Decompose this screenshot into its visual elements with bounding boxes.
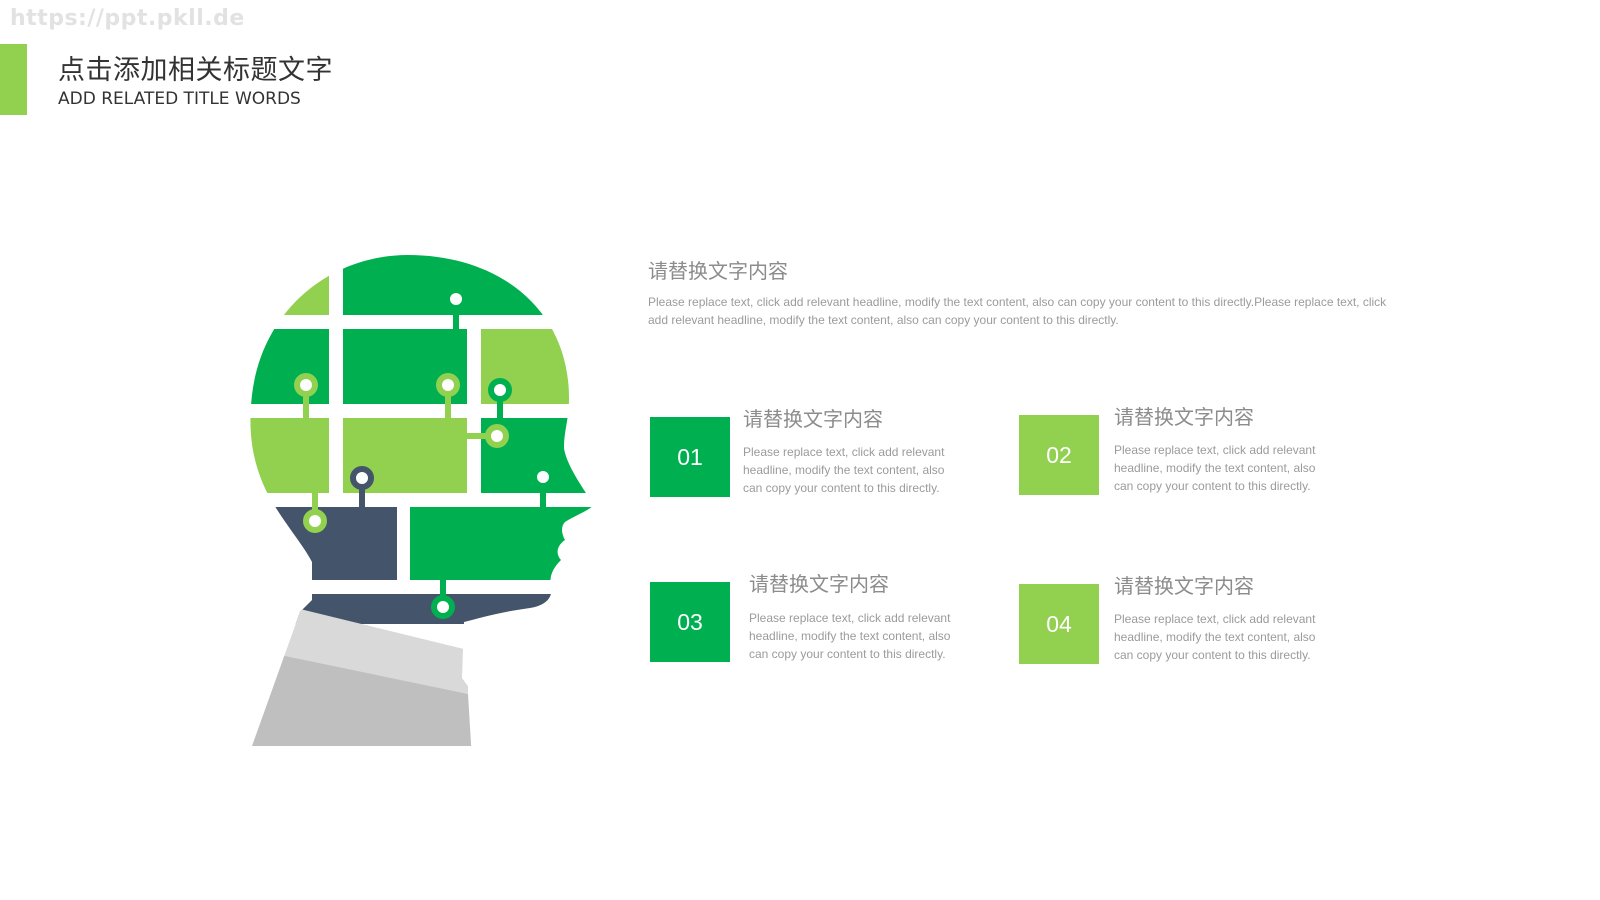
puzzle-piece-neck: [250, 594, 595, 624]
item-text-02: Please replace text, click add relevant …: [1114, 443, 1316, 493]
puzzle-piece-upper-left: [250, 329, 329, 404]
item-title-01: 请替换文字内容: [743, 407, 883, 431]
intro-title: 请替换文字内容: [648, 259, 788, 283]
puzzle-head-illustration: [250, 255, 595, 746]
item-text-03: Please replace text, click add relevant …: [749, 611, 951, 661]
puzzle-piece-lower-right: [410, 507, 595, 580]
puzzle-piece-top-left: [250, 255, 329, 315]
item-title-02: 请替换文字内容: [1114, 405, 1254, 429]
number-box-04: 04: [1019, 584, 1099, 664]
watermark: https://ppt.pkll.de: [10, 6, 245, 31]
title-accent-bar: [0, 44, 27, 115]
item-text-01: Please replace text, click add relevant …: [743, 445, 945, 495]
number-label: 01: [677, 443, 703, 470]
puzzle-connectors: [294, 287, 555, 619]
item-title-04: 请替换文字内容: [1114, 574, 1254, 598]
shirt-shape: [250, 655, 472, 746]
page-title: 点击添加相关标题文字: [58, 55, 333, 86]
number-box-01: 01: [650, 417, 730, 497]
item-title-03: 请替换文字内容: [749, 572, 889, 596]
puzzle-piece-top-center: [343, 255, 595, 315]
page-subtitle: ADD RELATED TITLE WORDS: [58, 89, 301, 109]
number-box-03: 03: [650, 582, 730, 662]
number-label: 04: [1046, 610, 1072, 637]
puzzle-piece-middle-left: [250, 418, 329, 493]
collar-shape: [280, 608, 468, 694]
item-text-04: Please replace text, click add relevant …: [1114, 612, 1316, 662]
number-box-02: 02: [1019, 415, 1099, 495]
intro-body: Please replace text, click add relevant …: [648, 295, 1387, 327]
number-label: 03: [677, 608, 703, 635]
number-label: 02: [1046, 441, 1072, 468]
